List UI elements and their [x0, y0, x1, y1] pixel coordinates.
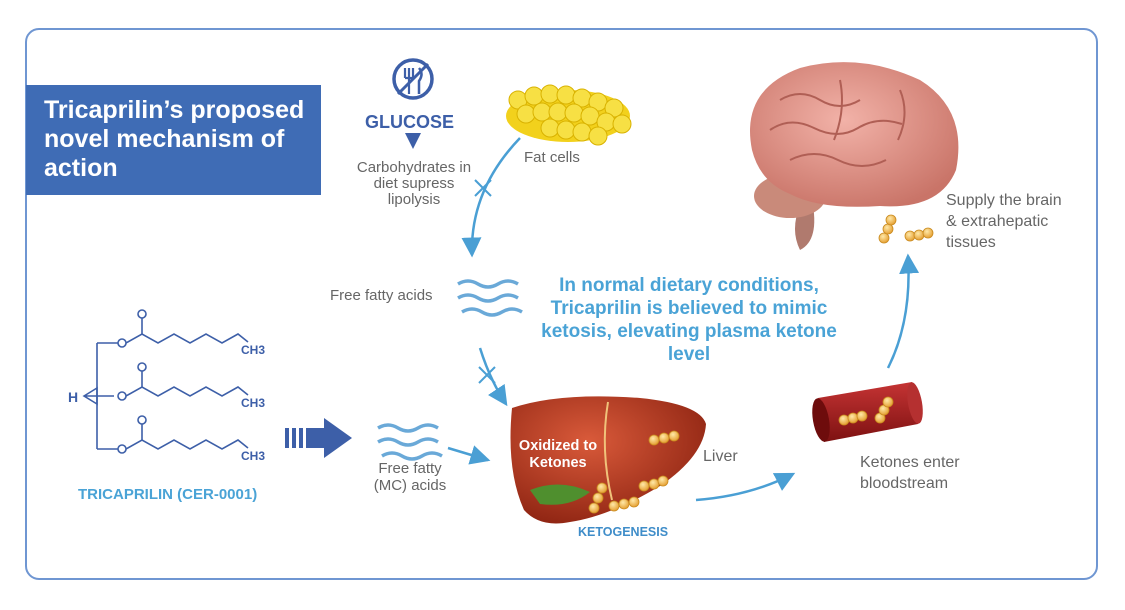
blocked-mark	[474, 179, 492, 197]
fat-cells-image	[506, 84, 632, 146]
brain-supply-label: Supply the brain & extrahepatic tissues	[946, 192, 1062, 251]
brain-image	[750, 62, 959, 250]
free-fatty-mc-label: Free fatty (MC) acids	[373, 460, 447, 494]
molecule-name: TRICAPRILIN (CER-0001)	[78, 486, 258, 503]
tricaprilin-molecule	[82, 309, 249, 454]
free-fatty-acid-waves	[457, 279, 523, 317]
molecule-ch3-label-1: CH3	[241, 343, 266, 357]
mc-acid-waves	[377, 423, 443, 461]
liver-ketones	[588, 430, 680, 514]
free-fatty-acids-label: Free fatty acids	[330, 287, 433, 304]
lipolysis-arrow	[461, 137, 521, 258]
mc-to-liver-arrow	[447, 445, 491, 465]
molecule-ch3-label-2: CH3	[241, 396, 266, 410]
liver-overlay-text: Oxidized to Ketones	[518, 438, 598, 471]
blood-vessel-image	[812, 382, 923, 442]
title-panel	[26, 85, 321, 195]
blood-to-brain-arrow	[886, 253, 920, 369]
molecule-ch3-label-3: CH3	[241, 449, 266, 463]
ketogenesis-label: KETOGENESIS	[578, 525, 669, 539]
liver-image	[510, 396, 706, 524]
liver-to-blood-arrow	[695, 472, 796, 502]
blocked-mark-2	[478, 366, 496, 384]
fat-cells-label: Fat cells	[524, 149, 580, 166]
no-food-icon	[392, 58, 434, 100]
molecule-h-label: H	[68, 389, 79, 405]
ffa-to-liver-arrow	[478, 347, 508, 407]
headline-text: In normal dietary conditions, Tricaprili…	[541, 275, 837, 365]
glucose-label: GLUCOSE	[365, 112, 455, 132]
liver-label: Liver	[703, 448, 738, 465]
glucose-note: Carbohydrates in diet supress lipolysis	[356, 159, 472, 208]
diagram-title: Tricaprilin’s proposed novel mechanism o…	[44, 96, 305, 182]
brain-ketones	[878, 214, 934, 244]
conversion-arrow	[285, 418, 352, 458]
bloodstream-label: Ketones enter bloodstream	[860, 454, 960, 492]
